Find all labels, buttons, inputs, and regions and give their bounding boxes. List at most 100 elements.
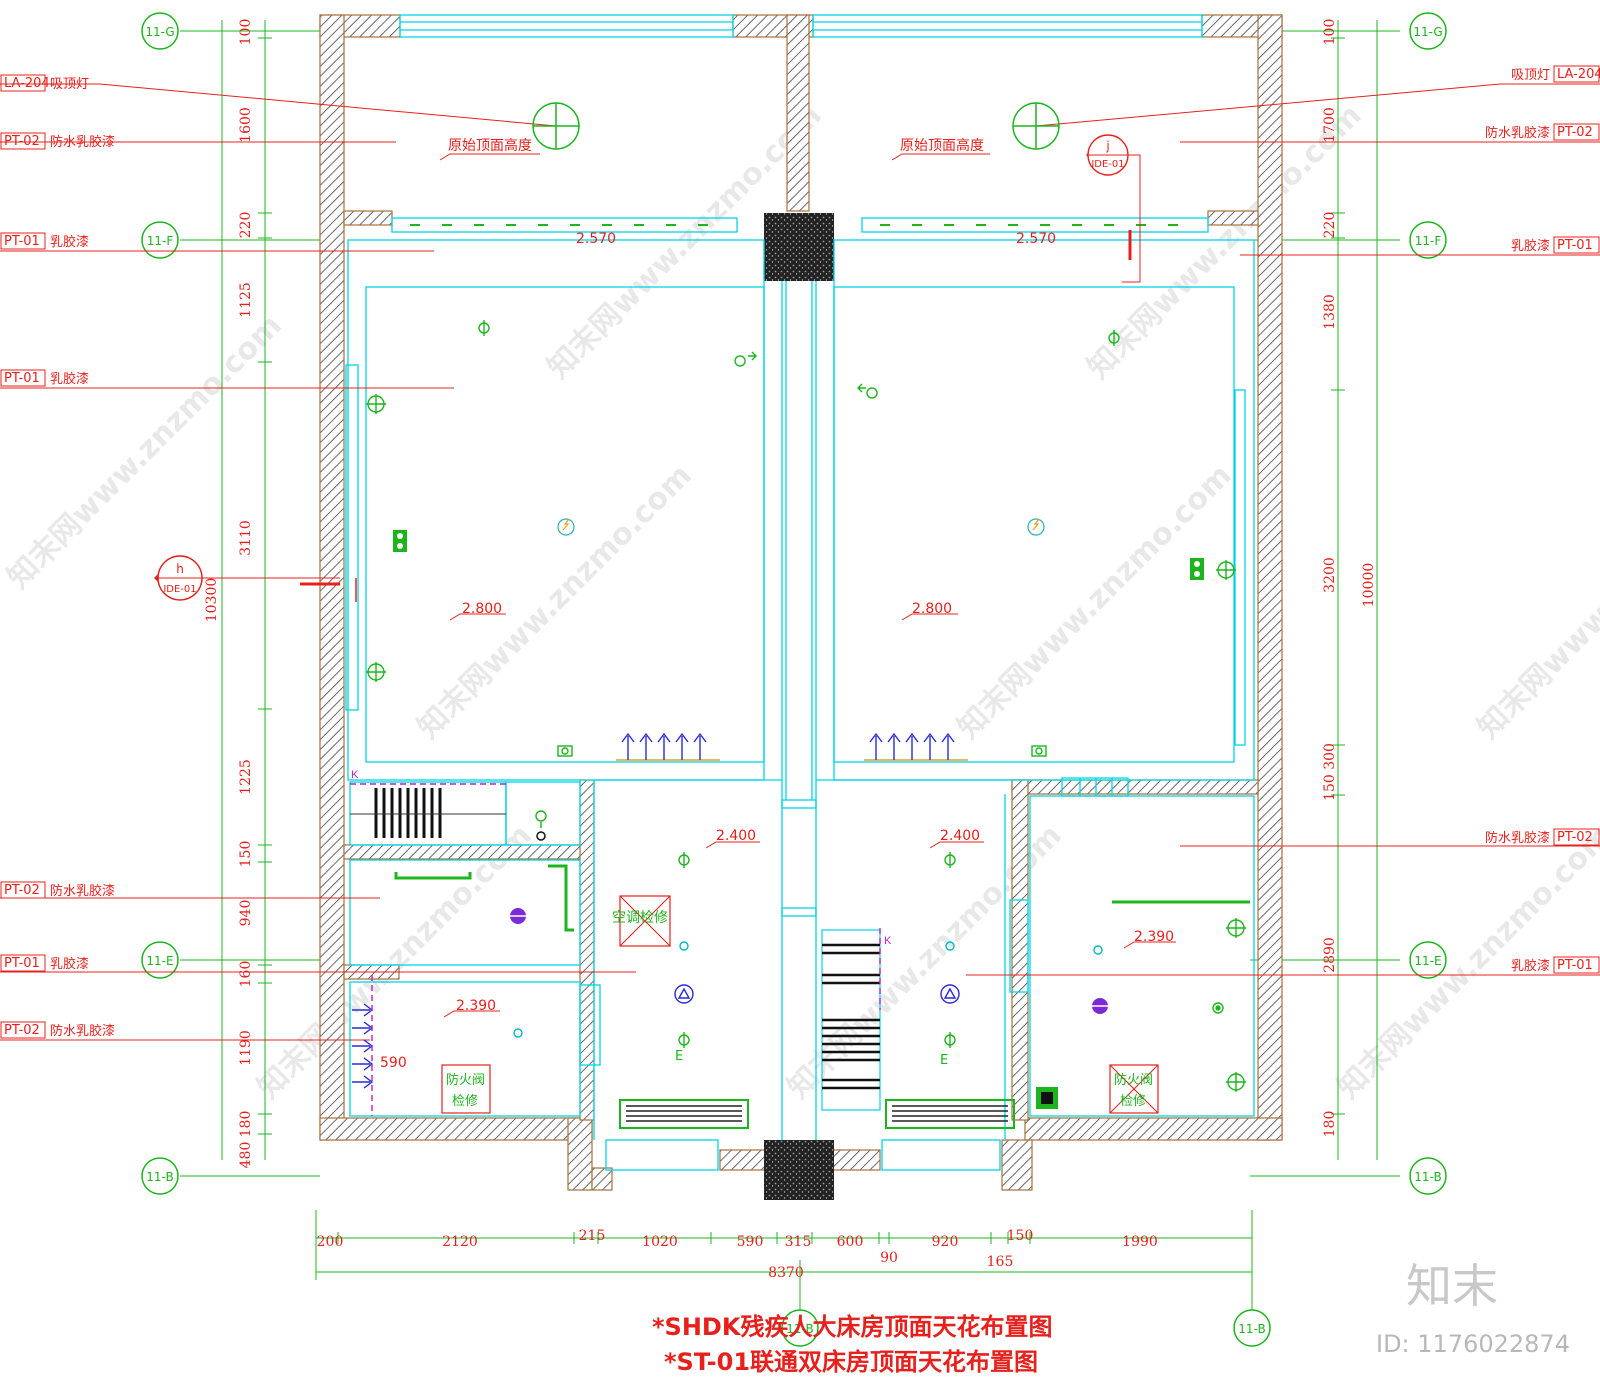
walls: [319, 14, 1283, 1191]
callout-text: 乳胶漆: [1511, 238, 1550, 254]
section-ref: IDE-01: [163, 584, 196, 595]
exhaust-fan-icon: [510, 908, 526, 924]
callout-text: 乳胶漆: [50, 956, 89, 972]
fire-damper-label: 防火阀: [1114, 1072, 1153, 1088]
axis-label: 11-F: [147, 234, 174, 248]
ac-access-label: 空调检修: [612, 910, 668, 926]
fire-damper-panel: 防火阀 检修: [441, 1064, 491, 1114]
device-icons: [535, 351, 1047, 828]
ceiling-height-labels: 原始顶面高度 原始顶面高度 2.570 2.570 2.800 2.800 2.…: [380, 137, 1174, 1071]
dim-text: 215: [579, 1228, 606, 1244]
dim-text: 180: [238, 1111, 254, 1138]
axis-label: 11-B: [1238, 1322, 1265, 1336]
dim-text: 3200: [1322, 557, 1338, 593]
fire-damper-label: 检修: [1120, 1094, 1146, 1109]
small-light-icon: [478, 320, 490, 336]
e-mark: E: [675, 1049, 683, 1064]
linear-diffuser: [885, 1099, 1015, 1129]
smoke-detector-icon: [1027, 518, 1045, 536]
linear-diffuser: [619, 1099, 749, 1129]
return-grille: [350, 788, 506, 838]
axis-bubble: 11-G: [141, 12, 179, 50]
dim-text: 150 300: [1322, 743, 1338, 801]
height-label: 2.570: [576, 231, 616, 247]
small-light-icon: [1108, 330, 1120, 346]
dim-text: 590: [737, 1234, 764, 1250]
k-mark: K: [351, 769, 359, 781]
axis-bubble: 11-F: [141, 221, 179, 259]
dim-text: 1020: [642, 1234, 678, 1250]
k-mark: K: [884, 935, 892, 947]
speaker-icon: [1190, 558, 1204, 580]
axis-label: 11-G: [1413, 25, 1442, 39]
dim-label: 590: [380, 1055, 407, 1071]
title-line-2: *ST-01联通双床房顶面天花布置图: [664, 1348, 1038, 1376]
fire-damper-label: 防火阀: [446, 1072, 485, 1088]
callout-text: 乳胶漆: [1511, 958, 1550, 974]
triangle-sensor-icon: [674, 984, 694, 1004]
return-grille: [821, 929, 881, 1111]
watermark: 知末网www.znzmo.com: [951, 458, 1239, 746]
dim-text: 220: [1322, 212, 1338, 239]
right-callout-labels: LA-204 吸顶灯 PT-02 防水乳胶漆 PT-01 乳胶漆 PT-02 防…: [1485, 65, 1600, 974]
dim-text: 600: [837, 1234, 864, 1250]
dim-text: 150: [1007, 1228, 1034, 1244]
downlight-icon: [1216, 560, 1236, 580]
dim-text: 100: [238, 19, 254, 46]
axis-label: 11-B: [1414, 1170, 1441, 1184]
height-label: 2.800: [912, 601, 952, 617]
height-label: 2.400: [716, 828, 756, 844]
dim-text: 480: [238, 1142, 254, 1169]
callout-code: PT-01: [1557, 958, 1593, 973]
dim-text: 1380: [1322, 294, 1338, 330]
title-line-1: *SHDK残疾人大床房顶面天花布置图: [652, 1313, 1052, 1341]
small-light-icon: [678, 1032, 690, 1048]
callout-code: PT-01: [4, 371, 40, 386]
dim-text: 150: [238, 841, 254, 868]
image-id: ID: 1176022874: [1376, 1330, 1570, 1358]
triangle-sensor-icon: [940, 984, 960, 1004]
ac-access-panel: 空调检修: [612, 895, 671, 947]
callout-code: PT-02: [4, 883, 40, 898]
dim-text: 90: [880, 1250, 898, 1266]
granite-column: [764, 1140, 834, 1200]
callout-text: 吸顶灯: [1511, 68, 1550, 83]
axis-label: 11-F: [1415, 234, 1442, 248]
dim-text: 180: [1322, 1111, 1338, 1138]
section-letter: j: [1105, 139, 1109, 153]
dim-text: 100: [1322, 19, 1338, 46]
sprinkler-icons: [513, 941, 1103, 1038]
dim-text: 1990: [1122, 1234, 1158, 1250]
dim-text: 940: [238, 900, 254, 927]
dim-text: 200: [317, 1234, 344, 1250]
axis-bubble: 11-B: [141, 1157, 179, 1195]
dim-total: 8370: [768, 1265, 804, 1281]
callout-code: PT-01: [1557, 238, 1593, 253]
fire-damper-panel: 防火阀 检修: [1109, 1064, 1159, 1114]
height-label: 2.390: [1134, 929, 1174, 945]
callout-text: 吸顶灯: [50, 77, 89, 92]
air-supply-arrows-left-bath: [352, 1003, 374, 1089]
watermark: 知末网www.znzmo.com: [1471, 458, 1600, 746]
dim-text: 2890: [1322, 937, 1338, 973]
callout-code: PT-02: [4, 134, 40, 149]
axis-bubble: 11-E: [141, 941, 179, 979]
left-dimension-texts: 100 1600 220 1125 3110 1225 150 940 160 …: [204, 19, 254, 1169]
dim-text: 315: [785, 1234, 812, 1250]
axis-label: 11-B: [786, 1322, 813, 1336]
callout-code: PT-01: [4, 956, 40, 971]
dim-text: 1225: [238, 759, 254, 795]
axis-bubbles: 11-G 11-G 11-F 11-F 11-E 11-E 11-B 11-B: [141, 12, 1447, 1347]
height-marker-lines: [439, 153, 1176, 1018]
callout-code: PT-01: [4, 234, 40, 249]
dim-text: 220: [238, 212, 254, 239]
right-callouts: [966, 83, 1600, 976]
dim-text: 160: [238, 961, 254, 988]
small-light-icon: [944, 852, 956, 868]
height-label: 原始顶面高度: [900, 137, 984, 154]
e-mark: E: [940, 1053, 948, 1068]
axis-bubble: 11-E: [1409, 941, 1447, 979]
dim-total: 10000: [1361, 563, 1377, 608]
watermark: 知末网www.znzmo.com: [411, 458, 699, 746]
